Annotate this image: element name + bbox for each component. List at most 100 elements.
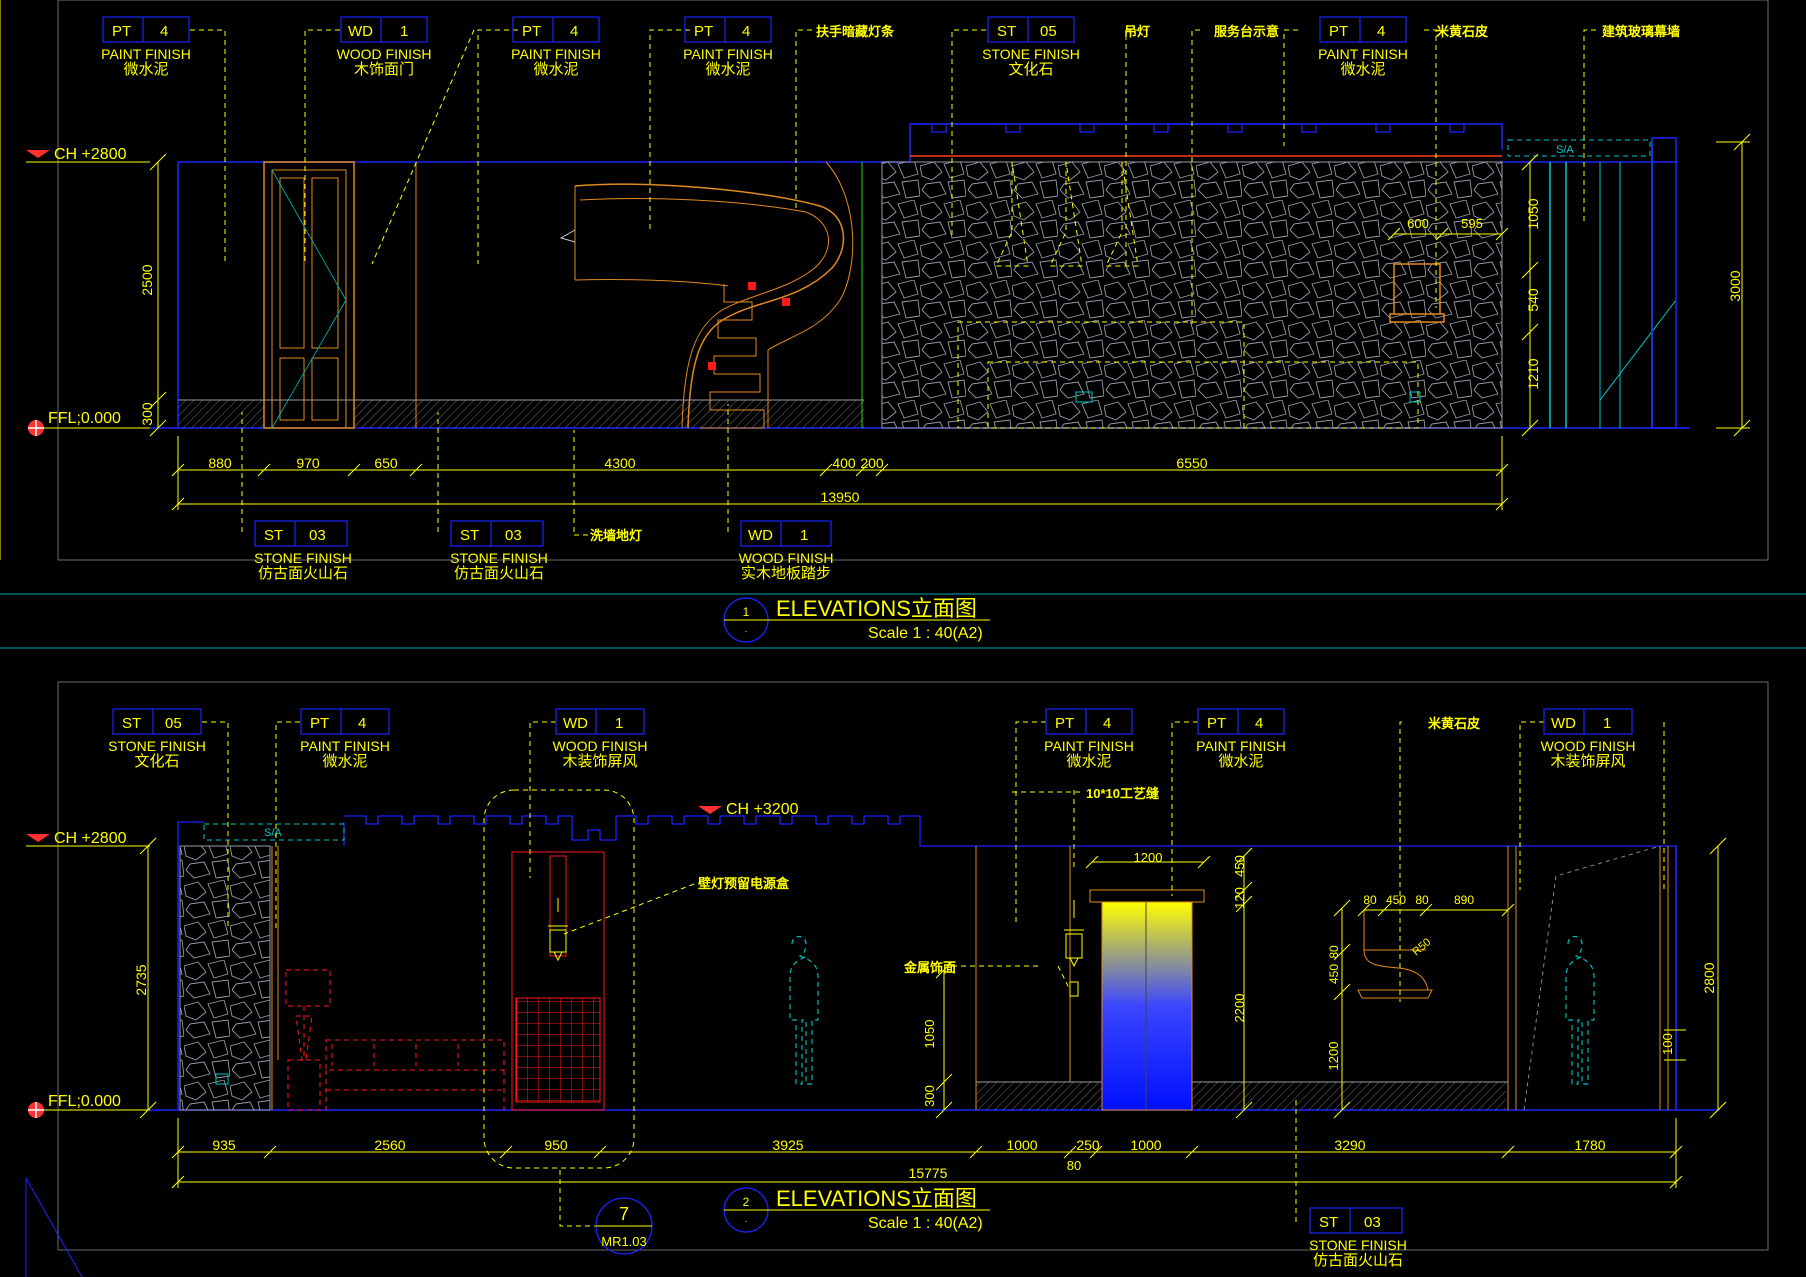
- tag-en: PAINT FINISH: [300, 738, 390, 754]
- tag-cn: 微水泥: [123, 61, 168, 78]
- elev2-overall-height: 2800: [1701, 962, 1717, 993]
- tag-number: 1: [1603, 715, 1611, 732]
- elevation-2-leaders: [202, 721, 1665, 1227]
- elev1-bottom-tag-1[interactable]: ST 03 STONE FINISH 仿古面火山石: [254, 520, 352, 582]
- tag-en: PAINT FINISH: [1044, 738, 1134, 754]
- elev2-ch-marker: CH +2800: [26, 830, 150, 847]
- elev1-ch-label: CH +2800: [54, 146, 127, 163]
- tag-code: WD: [748, 527, 773, 544]
- elev1-ffl-marker: FFL;0.000: [28, 410, 150, 436]
- elev2-dim-1000a: 1000: [1006, 1137, 1037, 1153]
- tag-en: STONE FINISH: [108, 738, 206, 754]
- tag-code: ST: [460, 527, 479, 544]
- elev1-horizontal-dims: [171, 436, 1509, 511]
- elev2-tag-3[interactable]: WD 1 WOOD FINISH 木装饰屏风: [553, 708, 648, 770]
- elevation-2-drawing: S/A: [150, 789, 1720, 1169]
- elev1-tag-4[interactable]: PT 4 PAINT FINISH 微水泥: [683, 16, 773, 78]
- elev2-title: ELEVATIONS立面图: [776, 1186, 977, 1211]
- tag-code: PT: [310, 715, 329, 732]
- elev1-dim-total: 13950: [821, 489, 860, 505]
- elev2-niche-450: 450: [1386, 893, 1406, 907]
- tag-number: 4: [570, 23, 578, 40]
- elev2-ffl-label: FFL;0.000: [48, 1093, 121, 1110]
- elev2-tag-5[interactable]: PT 4 PAINT FINISH 微水泥: [1196, 708, 1286, 770]
- svg-text:·: ·: [744, 626, 747, 637]
- elev2-tag-4[interactable]: PT 4 PAINT FINISH 微水泥: [1044, 708, 1134, 770]
- tag-en: WOOD FINISH: [1541, 738, 1636, 754]
- tag-code: WD: [348, 23, 373, 40]
- elev1-dim-650: 650: [374, 455, 398, 471]
- elev1-tag-2[interactable]: WD 1 WOOD FINISH 木饰面门: [337, 16, 432, 78]
- elev2-tag-2[interactable]: PT 4 PAINT FINISH 微水泥: [300, 708, 390, 770]
- elev1-note-pendant: 吊灯: [1124, 24, 1150, 39]
- elev2-dim-1000b: 1000: [1130, 1137, 1161, 1153]
- elev2-tag-1[interactable]: ST 05 STONE FINISH 文化石: [108, 708, 206, 770]
- tag-cn: 实木地板踏步: [741, 564, 831, 582]
- elev2-panel-2200: 2200: [1232, 994, 1247, 1023]
- elev1-bottom-tag-2[interactable]: ST 03 STONE FINISH 仿古面火山石: [450, 520, 548, 582]
- elev1-ffl-label: FFL;0.000: [48, 410, 121, 427]
- elev1-tag-3[interactable]: PT 4 PAINT FINISH 微水泥: [511, 16, 601, 78]
- elev2-panel-450: 450: [1232, 855, 1247, 877]
- tag-code: PT: [112, 23, 131, 40]
- elev2-panel-300: 300: [922, 1085, 937, 1107]
- elev1-note-service-desk: 服务台示意: [1214, 24, 1279, 39]
- elev1-height-2500: 2500: [139, 264, 155, 295]
- elev1-note-handrail-light: 扶手暗藏灯条: [816, 24, 895, 39]
- tag-en: PAINT FINISH: [1196, 738, 1286, 754]
- elev1-dim-970: 970: [296, 455, 320, 471]
- elev2-ch2-marker: CH +3200: [698, 801, 799, 818]
- elev1-bottom-tag-3[interactable]: WD 1 WOOD FINISH 实木地板踏步: [739, 520, 834, 582]
- tag-en: PAINT FINISH: [1318, 46, 1408, 62]
- elev2-dim-2560: 2560: [374, 1137, 405, 1153]
- elev2-dim-250: 250: [1076, 1137, 1100, 1153]
- tag-code: PT: [1329, 23, 1348, 40]
- tag-en: STONE FINISH: [1309, 1237, 1407, 1253]
- tag-code: PT: [1055, 715, 1074, 732]
- elev2-number: 2: [743, 1195, 750, 1209]
- tag-code: PT: [1207, 715, 1226, 732]
- tag-cn: 文化石: [134, 753, 179, 770]
- elev2-dim-950: 950: [544, 1137, 568, 1153]
- tag-cn: 微水泥: [322, 753, 367, 770]
- elevation-1-leaders: [190, 29, 1596, 532]
- elev2-ch2-label: CH +3200: [726, 801, 799, 818]
- tag-cn: 微水泥: [1066, 753, 1111, 770]
- tag-en: WOOD FINISH: [553, 738, 648, 754]
- tag-cn: 微水泥: [1218, 753, 1263, 770]
- elev1-vertical-dims: [149, 133, 1751, 437]
- elev1-tag-5[interactable]: ST 05 STONE FINISH 文化石: [982, 16, 1080, 78]
- elev1-height-540: 540: [1525, 288, 1541, 312]
- elev1-dim-880: 880: [208, 455, 232, 471]
- elev1-note-stone-skin: 米黄石皮: [1436, 24, 1488, 39]
- elev1-title-block: 1 · ELEVATIONS立面图 Scale 1 : 40(A2): [723, 596, 990, 643]
- elev1-niche-600: 600: [1407, 216, 1429, 231]
- elev2-panel-120: 120: [1232, 887, 1247, 909]
- detail-reference-bubble[interactable]: 7 MR1.03: [595, 1197, 653, 1255]
- elev1-dim-400: 400: [832, 455, 856, 471]
- elev1-note-curtain-wall: 建筑玻璃幕墙: [1602, 24, 1680, 39]
- tag-number: 4: [742, 23, 750, 40]
- tag-en: PAINT FINISH: [683, 46, 773, 62]
- elev2-bottom-tag[interactable]: ST 03 STONE FINISH 仿古面火山石: [1309, 1207, 1407, 1269]
- tag-cn: 木装饰屏风: [562, 753, 637, 770]
- elev1-tag-6[interactable]: PT 4 PAINT FINISH 微水泥: [1318, 16, 1408, 78]
- tag-en: PAINT FINISH: [101, 46, 191, 62]
- elev2-niche-1200: 1200: [1326, 1042, 1341, 1071]
- tag-number: 4: [1255, 715, 1263, 732]
- tag-en: WOOD FINISH: [337, 46, 432, 62]
- elev1-tag-1[interactable]: PT 4 PAINT FINISH 微水泥: [101, 16, 191, 78]
- elev2-radius: R50: [1410, 936, 1433, 958]
- elev1-title: ELEVATIONS立面图: [776, 596, 977, 621]
- elev1-height-300: 300: [139, 402, 155, 426]
- elev2-vertical-dims: [139, 837, 1727, 1119]
- elev2-tag-6[interactable]: WD 1 WOOD FINISH 木装饰屏风: [1541, 708, 1636, 770]
- elev1-ch-marker: CH +2800: [26, 146, 150, 163]
- elev1-niche-595: 595: [1461, 216, 1483, 231]
- tag-cn: 微水泥: [533, 61, 578, 78]
- tag-cn: 微水泥: [705, 61, 750, 78]
- elev2-dim-1780: 1780: [1574, 1137, 1605, 1153]
- elev2-note-metal-finish: 金属饰面: [903, 960, 956, 975]
- elev2-dim-80: 80: [1067, 1158, 1081, 1173]
